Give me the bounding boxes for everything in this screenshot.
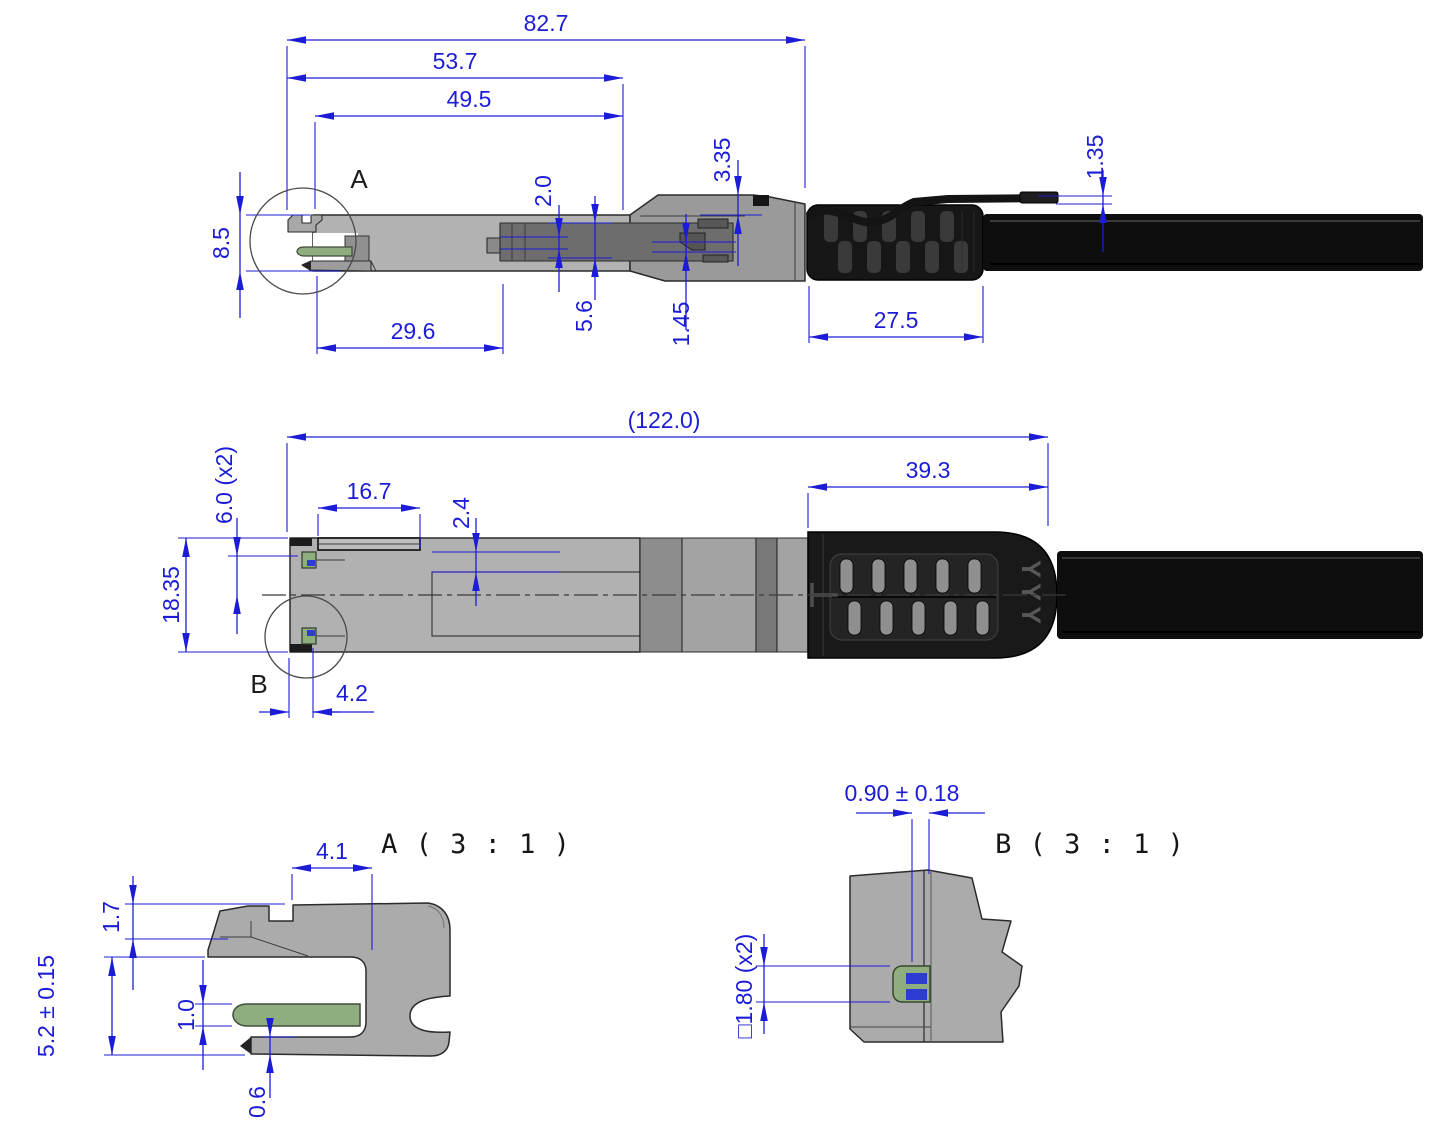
dim-a-pin-thickness: 1.0 [173, 960, 232, 1070]
detail-a-marker: A [350, 164, 368, 194]
dim-text-a-tab-height: 1.7 [98, 901, 124, 933]
dim-text-tab-thickness: 1.35 [1082, 135, 1108, 180]
side-view-part [287, 191, 1423, 282]
detail-a-circle [249, 187, 357, 295]
dim-nose-length: 29.6 [316, 276, 504, 354]
dim-plan-overall-length: (122.0) [286, 407, 1049, 532]
dim-a-tab-width: 4.1 [291, 838, 373, 950]
dim-text-boot-length: 27.5 [874, 307, 919, 333]
dim-text-latch-inset: 4.2 [336, 680, 368, 706]
dim-a-tab-height: 1.7 [98, 876, 285, 990]
dim-body-width: 18.35 [158, 537, 288, 653]
dim-slider-length: 16.7 [317, 478, 421, 548]
pull-tab-end [1019, 191, 1059, 204]
dim-text-length-to-taper: 53.7 [433, 48, 478, 74]
detail-a-contact-pin [232, 1003, 361, 1027]
dim-plan-boot-length: 39.3 [807, 457, 1048, 528]
dim-overall-length: 82.7 [286, 10, 806, 210]
detail-b-pad-top [906, 973, 927, 984]
dim-text-front-height: 8.5 [208, 227, 234, 259]
latch-contact-top-pad [307, 560, 315, 566]
dim-b-latch-width: 0.90 ± 0.18 [845, 780, 985, 962]
detail-a-lip-tip [240, 1037, 251, 1054]
dim-body-length: 49.5 [314, 86, 623, 209]
plan-view: YYY (122.0) 39.3 16.7 2.4 [158, 407, 1423, 718]
detail-b-marker: B [250, 669, 267, 699]
dim-text-plan-boot: 39.3 [906, 457, 951, 483]
cage-nub [486, 237, 501, 254]
dim-text-body-length: 49.5 [447, 86, 492, 112]
detail-b-pad-bottom [906, 989, 927, 1000]
dim-text-plan-overall: (122.0) [628, 407, 701, 433]
dim-plate-offset: 2.4 [432, 497, 560, 606]
dim-boot-length: 27.5 [808, 286, 984, 343]
dim-tab-thickness: 1.35 [1038, 135, 1112, 252]
housing-notch [753, 195, 769, 206]
dim-text-a-opening-height: 5.2 ± 0.15 [33, 955, 59, 1057]
boot-ribs [824, 211, 975, 273]
dim-text-pin-gap: 2.0 [530, 175, 556, 207]
dim-latch-inset: 4.2 [259, 648, 374, 718]
latch-contact-bottom-pad [307, 630, 315, 636]
dim-b-latch-square: □1.80 (x2) [731, 934, 890, 1039]
nose-lip-tip [302, 261, 311, 270]
dim-text-slider-length: 16.7 [347, 478, 392, 504]
dim-text-a-tab-width: 4.1 [316, 838, 348, 864]
dim-text-plate-offset: 2.4 [448, 497, 474, 529]
detail-a-body [207, 902, 451, 1057]
dim-text-latch-offset: 6.0 (x2) [211, 446, 237, 524]
dim-length-to-taper: 53.7 [287, 48, 624, 210]
plan-view-part: YYY [262, 531, 1423, 659]
dim-pin-gap: 2.0 [500, 175, 568, 292]
dim-shell-step: 3.35 [700, 138, 762, 266]
dim-text-latch-step: 1.45 [668, 302, 694, 347]
detail-b-title: B ( 3 : 1 ) [995, 829, 1185, 860]
detail-b-circle [264, 595, 348, 679]
boot-grip-slots [832, 558, 996, 636]
nose-latch-tab [287, 214, 323, 233]
dim-text-a-lip-thickness: 0.6 [244, 1086, 270, 1118]
plan-front-tip-top [290, 538, 312, 546]
pull-tab [806, 194, 1058, 227]
detail-a-view: A ( 3 : 1 ) 4.1 1.7 5.2 ± 0.15 [33, 829, 571, 1118]
detail-b-part [849, 869, 1023, 1043]
dim-text-shell-step: 3.35 [709, 138, 735, 183]
dim-front-height: 8.5 [208, 172, 340, 318]
dim-latch-offset: 6.0 (x2) [211, 446, 298, 634]
dim-text-nose-length: 29.6 [391, 318, 436, 344]
dim-cage-height: 5.6 [548, 196, 612, 332]
contact-pin [296, 246, 353, 257]
dim-a-lip-thickness: 0.6 [244, 1018, 295, 1118]
dim-text-body-width: 18.35 [158, 566, 184, 624]
cable [983, 214, 1423, 271]
dim-latch-step: 1.45 [652, 214, 736, 346]
plan-cable [1057, 551, 1423, 639]
dim-text-overall-length: 82.7 [524, 10, 569, 36]
detail-b-body [849, 869, 1023, 1043]
detail-a-title: A ( 3 : 1 ) [381, 829, 571, 860]
dim-a-opening-height: 5.2 ± 0.15 [33, 955, 245, 1057]
detail-a-part [207, 902, 451, 1057]
dim-text-b-latch-width: 0.90 ± 0.18 [845, 780, 960, 806]
side-view: 82.7 53.7 49.5 8.5 29.6 [208, 10, 1423, 354]
dim-text-b-latch-square: □1.80 (x2) [731, 934, 757, 1039]
nose-lip [301, 260, 372, 272]
dim-text-a-pin-thickness: 1.0 [173, 999, 199, 1031]
latch-clip-bottom [702, 254, 729, 263]
dim-text-cage-height: 5.6 [571, 300, 597, 332]
detail-b-view: B ( 3 : 1 ) 0.90 ± 0.18 □1.80 (x2) [731, 780, 1185, 1043]
latch-clip-top [697, 218, 729, 229]
plan-front-tip-bottom [290, 644, 312, 652]
